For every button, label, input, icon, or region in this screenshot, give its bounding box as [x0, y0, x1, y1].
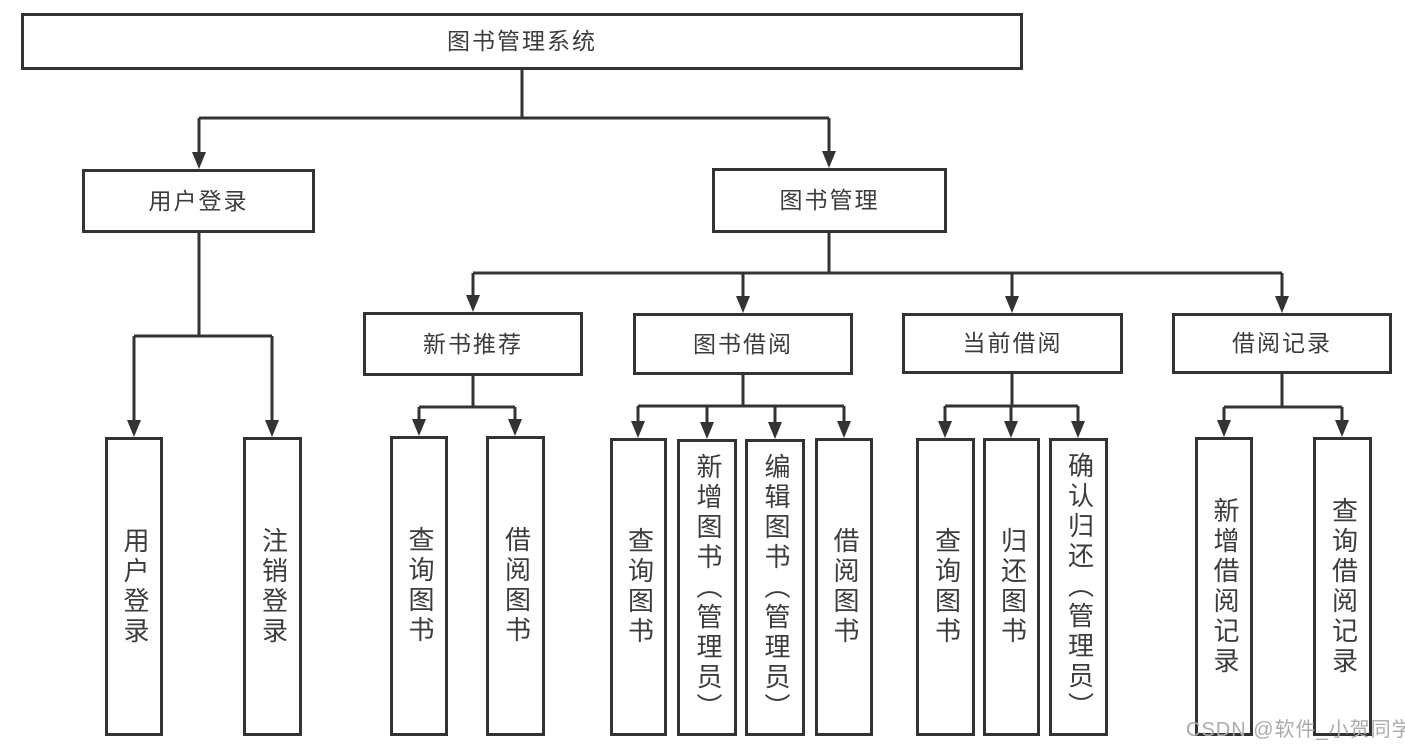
node-borrow-records: 借阅记录 [1172, 313, 1392, 374]
connector-lines [132, 70, 1344, 426]
arrowhead-down-icon [508, 419, 522, 436]
leaf-borrow-books: 借阅图书 [815, 438, 873, 736]
arrowhead-down-icon [736, 296, 750, 313]
arrowhead-down-icon [1071, 421, 1085, 438]
node-current-borrowing: 当前借阅 [902, 313, 1123, 374]
arrowhead-down-icon [466, 295, 480, 312]
node-user-login: 用户登录 [82, 169, 315, 233]
leaf-query-borrow-record: 查询借阅记录 [1313, 437, 1372, 736]
arrowhead-down-icon [412, 419, 426, 436]
csdn-watermark: CSDN @软件_小贺同学 [1186, 719, 1405, 741]
node-library-management-system: 图书管理系统 [21, 13, 1023, 70]
leaf-add-book-admin: 新增图书（管理员） [677, 439, 737, 736]
arrowhead-down-icon [192, 152, 206, 169]
node-new-book-recommend: 新书推荐 [363, 312, 583, 376]
node-book-borrowing: 图书借阅 [633, 313, 853, 375]
leaf-add-borrow-record: 新增借阅记录 [1195, 437, 1253, 736]
connector-book-borrow-to-leaves [636, 375, 846, 426]
arrowhead-down-icon [822, 151, 836, 168]
leaf-confirm-return-admin: 确认归还（管理员） [1049, 438, 1108, 736]
arrowhead-down-icon [837, 421, 851, 438]
leaf-user-login: 用户登录 [105, 437, 163, 736]
arrowhead-down-icon [768, 422, 782, 439]
arrowhead-down-icon [631, 421, 645, 438]
arrowhead-down-icon [938, 421, 952, 438]
arrowhead-down-icon [1005, 296, 1019, 313]
leaf-query-books: 查询图书 [610, 438, 667, 736]
arrowhead-down-icon [1335, 420, 1349, 437]
connector-book-mgmt-to-level3 [471, 233, 1284, 300]
connector-root-to-level2 [197, 70, 831, 156]
arrowheads [127, 151, 1349, 439]
leaf-query-books: 查询图书 [390, 436, 448, 736]
connector-new-book-to-leaves [417, 376, 517, 423]
leaf-edit-book-admin: 编辑图书（管理员） [745, 439, 805, 736]
leaf-query-books: 查询图书 [916, 438, 975, 736]
arrowhead-down-icon [1275, 296, 1289, 313]
arrowhead-down-icon [127, 420, 141, 437]
leaf-return-book: 归还图书 [983, 438, 1040, 736]
arrowhead-down-icon [265, 420, 279, 437]
arrowhead-down-icon [700, 422, 714, 439]
connector-borrow-records-to-leaves [1222, 374, 1344, 424]
leaf-logout-login: 注销登录 [243, 437, 302, 736]
arrowhead-down-icon [1217, 420, 1231, 437]
leaf-borrow-books: 借阅图书 [486, 436, 545, 736]
connector-user-login-to-leaves [132, 233, 274, 424]
arrowhead-down-icon [1004, 421, 1018, 438]
node-book-management: 图书管理 [712, 168, 947, 233]
connector-current-borrow-to-leaves [943, 374, 1080, 425]
